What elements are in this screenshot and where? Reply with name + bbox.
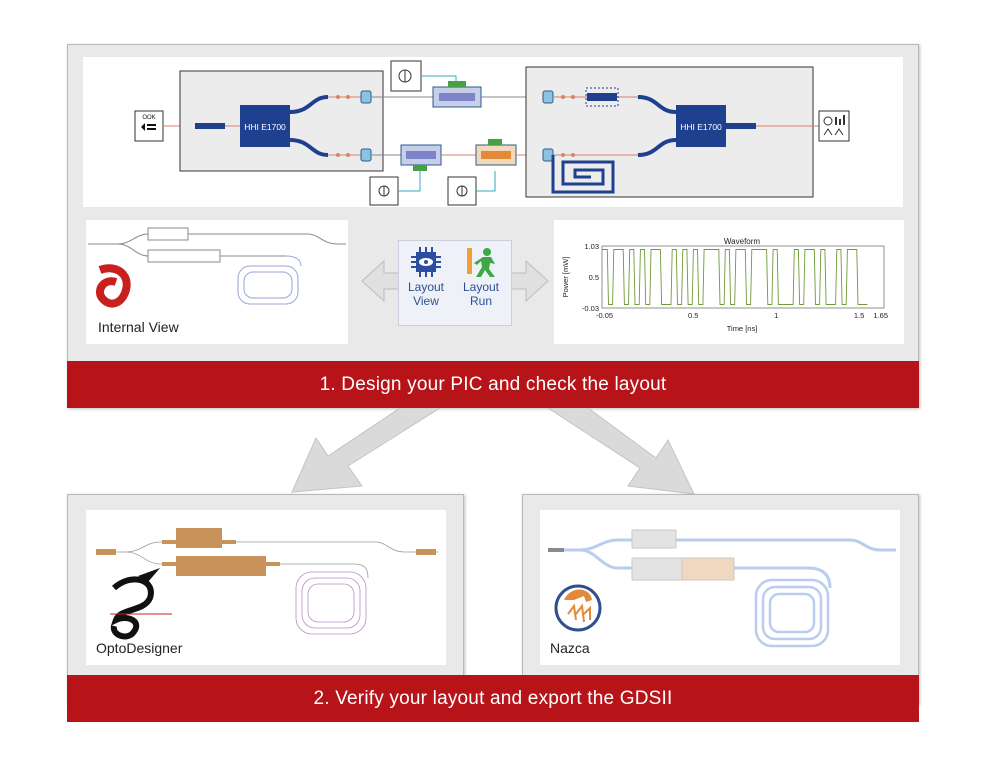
ook-source-icon[interactable]: OOK xyxy=(134,110,164,142)
left-hhi-block[interactable] xyxy=(240,105,290,147)
x-tick-label: 0.5 xyxy=(688,311,698,320)
nazca-lower-block xyxy=(631,557,683,581)
right-module-frame xyxy=(525,66,814,198)
upper-control-icon[interactable] xyxy=(390,60,422,92)
optodesigner-layout xyxy=(96,528,438,640)
right-hhi-label: HHI E1700 xyxy=(680,122,722,132)
nazca-layout xyxy=(548,529,896,648)
nazca-view: Nazca xyxy=(540,510,900,665)
right-hhi-block[interactable] xyxy=(676,105,726,147)
internal-view-layout xyxy=(88,227,346,308)
schematic-area: OOK HHI E1700 xyxy=(83,57,903,207)
flow-arrows xyxy=(291,408,695,495)
x-tick-label: 1.65 xyxy=(873,311,888,320)
layout-view-label-2: View xyxy=(413,294,439,308)
x-tick-label: -0.05 xyxy=(596,311,613,320)
layout-view-label-1: Layout xyxy=(407,280,445,294)
internal-view-logo xyxy=(96,264,131,308)
waveform-series-line xyxy=(602,249,868,305)
layout-run-label-1: Layout xyxy=(462,280,500,294)
x-tick-label: 1 xyxy=(774,311,778,320)
circuit-schematic: OOK HHI E1700 xyxy=(134,60,850,206)
optodesigner-logo xyxy=(110,568,172,640)
optodesigner-view: OptoDesigner xyxy=(86,510,446,665)
nazca-logo xyxy=(554,584,602,632)
optodesigner-lower-block xyxy=(176,556,266,576)
y-tick-label: 0.5 xyxy=(589,273,599,282)
internal-view-card: Internal View xyxy=(86,220,348,344)
y-axis-label: Power [mW] xyxy=(561,257,570,298)
optodesigner-upper-block xyxy=(176,528,222,548)
optodesigner-label: OptoDesigner xyxy=(96,640,183,656)
running-man-icon xyxy=(467,248,495,277)
y-tick-label: -0.03 xyxy=(582,304,599,313)
layout-run-button[interactable]: Layout Run xyxy=(456,244,506,322)
delay-spiral[interactable] xyxy=(551,155,615,194)
left-hhi-label: HHI E1700 xyxy=(244,122,286,132)
nazca-label: Nazca xyxy=(550,640,590,656)
internal-view-label: Internal View xyxy=(98,319,179,335)
x-axis-label: Time [ns] xyxy=(727,324,758,333)
chip-view-icon xyxy=(411,247,441,277)
nazca-upper-block xyxy=(631,529,677,549)
ook-label: OOK xyxy=(142,115,155,121)
waveform-card: Waveform Power [mW] Time [ns] -0.05 0.5 1 1… xyxy=(554,220,904,344)
chart-title: Waveform xyxy=(724,237,760,246)
layout-run-label-2: Run xyxy=(469,294,492,308)
waveform-chart: Waveform Power [mW] Time [ns] -0.05 0.5 1 1… xyxy=(561,237,888,333)
y-tick-label: 1.03 xyxy=(584,242,599,251)
design-step-banner: 1. Design your PIC and check the layout xyxy=(67,361,919,408)
layout-view-button[interactable]: Layout View xyxy=(402,244,450,322)
x-tick-label: 1.5 xyxy=(854,311,864,320)
verify-step-banner: 2. Verify your layout and export the GDS… xyxy=(67,675,919,722)
